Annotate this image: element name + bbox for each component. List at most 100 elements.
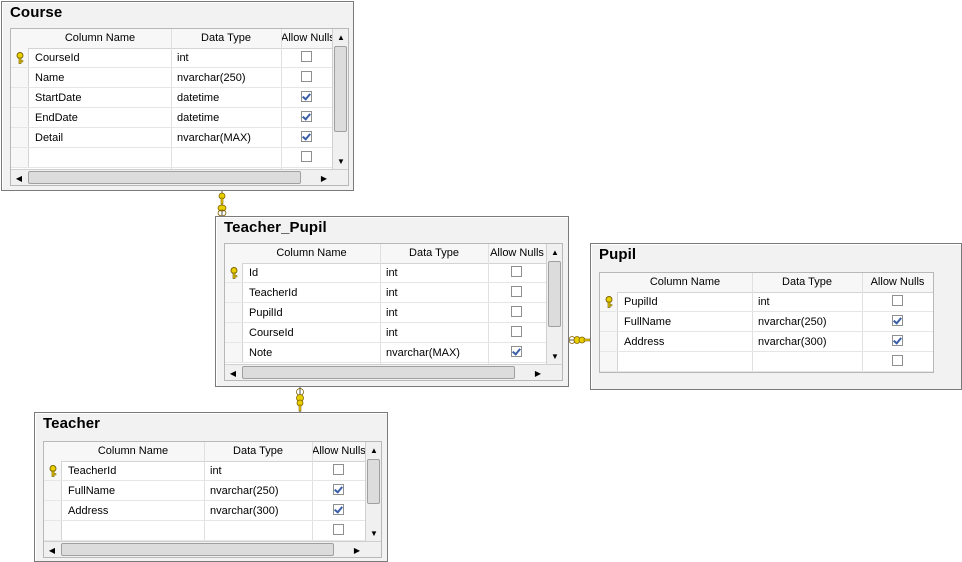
column-name-cell[interactable]: TeacherId <box>249 287 298 299</box>
row-selector[interactable] <box>225 303 243 322</box>
data-type-cell[interactable]: nvarchar(MAX) <box>177 132 251 144</box>
header-allow-nulls[interactable]: Allow Nulls <box>490 247 544 259</box>
data-type-cell[interactable]: nvarchar(300) <box>210 505 279 517</box>
row-selector[interactable] <box>225 323 243 342</box>
scroll-thumb[interactable] <box>548 261 561 327</box>
allow-nulls-checkbox[interactable] <box>301 131 312 142</box>
data-type-cell[interactable]: nvarchar(MAX) <box>386 347 460 359</box>
scroll-up-icon[interactable]: ▲ <box>337 32 345 42</box>
header-allow-nulls[interactable]: Allow Nulls <box>870 276 925 288</box>
column-name-cell[interactable]: PupilId <box>624 296 658 308</box>
row-selector[interactable] <box>44 481 62 500</box>
scroll-down-icon[interactable]: ▼ <box>551 351 559 361</box>
scroll-right-icon[interactable]: ▶ <box>534 368 542 378</box>
scroll-left-icon[interactable]: ◀ <box>15 173 23 183</box>
data-type-cell[interactable]: nvarchar(250) <box>177 72 246 84</box>
column-name-cell[interactable]: CourseId <box>249 327 294 339</box>
allow-nulls-checkbox[interactable] <box>333 524 344 535</box>
data-type-cell[interactable]: nvarchar(250) <box>210 485 279 497</box>
relationship-teacher-pupil-pupil[interactable] <box>568 336 591 344</box>
header-data-type[interactable]: Data Type <box>782 276 832 288</box>
data-type-cell[interactable]: int <box>386 307 398 319</box>
column-name-cell[interactable]: TeacherId <box>68 465 117 477</box>
allow-nulls-checkbox[interactable] <box>892 315 903 326</box>
row-selector[interactable] <box>225 343 243 362</box>
table-row[interactable]: Address nvarchar(300) <box>44 501 365 521</box>
allow-nulls-checkbox[interactable] <box>333 464 344 475</box>
horizontal-scrollbar[interactable]: ◀▶ <box>11 169 348 185</box>
table-row[interactable]: PupilId int <box>225 303 546 323</box>
column-name-cell[interactable]: EndDate <box>35 112 78 124</box>
scroll-down-icon[interactable]: ▼ <box>337 156 345 166</box>
table-row[interactable] <box>600 352 933 372</box>
row-selector[interactable] <box>600 332 618 351</box>
header-column-name[interactable]: Column Name <box>649 276 721 288</box>
allow-nulls-checkbox[interactable] <box>333 484 344 495</box>
row-selector[interactable] <box>600 312 618 331</box>
relationship-teacher-teacher-pupil[interactable] <box>296 386 304 412</box>
scroll-thumb[interactable] <box>61 543 334 556</box>
allow-nulls-checkbox[interactable] <box>301 91 312 102</box>
header-data-type[interactable]: Data Type <box>233 445 283 457</box>
table-row[interactable]: Note nvarchar(MAX) <box>225 343 546 363</box>
scroll-up-icon[interactable]: ▲ <box>551 247 559 257</box>
vertical-scrollbar[interactable]: ▲▼ <box>546 244 562 364</box>
row-selector[interactable] <box>44 501 62 520</box>
column-name-cell[interactable]: CourseId <box>35 52 80 64</box>
table-row[interactable]: StartDate datetime <box>11 88 332 108</box>
scroll-thumb[interactable] <box>28 171 301 184</box>
table-row[interactable]: EndDate datetime <box>11 108 332 128</box>
table-row[interactable]: TeacherId int <box>44 461 365 481</box>
allow-nulls-checkbox[interactable] <box>301 51 312 62</box>
data-type-cell[interactable]: datetime <box>177 92 220 104</box>
table-row[interactable]: Name nvarchar(250) <box>11 68 332 88</box>
table-row[interactable]: Detail nvarchar(MAX) <box>11 128 332 148</box>
row-selector[interactable] <box>44 461 62 480</box>
column-name-cell[interactable]: FullName <box>68 485 116 497</box>
allow-nulls-checkbox[interactable] <box>301 111 312 122</box>
header-allow-nulls[interactable]: Allow Nulls <box>312 445 365 457</box>
column-name-cell[interactable]: Name <box>35 72 65 84</box>
data-type-cell[interactable]: int <box>758 296 770 308</box>
row-selector[interactable] <box>225 263 243 282</box>
header-column-name[interactable]: Column Name <box>97 445 169 457</box>
header-data-type[interactable]: Data Type <box>409 247 459 259</box>
column-name-cell[interactable]: Address <box>68 505 109 517</box>
scroll-right-icon[interactable]: ▶ <box>353 545 361 555</box>
scroll-right-icon[interactable]: ▶ <box>320 173 328 183</box>
row-selector[interactable] <box>44 521 62 540</box>
column-name-cell[interactable]: PupilId <box>249 307 283 319</box>
row-selector[interactable] <box>11 128 29 147</box>
relationship-course-teacher-pupil[interactable] <box>217 190 227 217</box>
allow-nulls-checkbox[interactable] <box>511 266 522 277</box>
allow-nulls-checkbox[interactable] <box>892 295 903 306</box>
column-name-cell[interactable]: FullName <box>624 316 672 328</box>
allow-nulls-checkbox[interactable] <box>892 355 903 366</box>
column-name-cell[interactable]: Detail <box>35 132 64 144</box>
scroll-left-icon[interactable]: ◀ <box>229 368 237 378</box>
column-name-cell[interactable]: Note <box>249 347 273 359</box>
data-type-cell[interactable]: datetime <box>177 112 220 124</box>
row-selector[interactable] <box>600 352 618 371</box>
allow-nulls-checkbox[interactable] <box>333 504 344 515</box>
table-row[interactable]: PupilId int <box>600 292 933 312</box>
scroll-thumb[interactable] <box>367 459 380 504</box>
horizontal-scrollbar[interactable]: ◀▶ <box>225 364 562 380</box>
data-type-cell[interactable]: int <box>210 465 222 477</box>
row-selector[interactable] <box>11 68 29 87</box>
allow-nulls-checkbox[interactable] <box>301 151 312 162</box>
header-column-name[interactable]: Column Name <box>276 247 347 259</box>
allow-nulls-checkbox[interactable] <box>511 326 522 337</box>
header-column-name[interactable]: Column Name <box>64 32 136 44</box>
vertical-scrollbar[interactable]: ▲▼ <box>332 29 348 169</box>
header-data-type[interactable]: Data Type <box>201 32 251 44</box>
row-selector[interactable] <box>11 108 29 127</box>
column-name-cell[interactable]: StartDate <box>35 92 82 104</box>
